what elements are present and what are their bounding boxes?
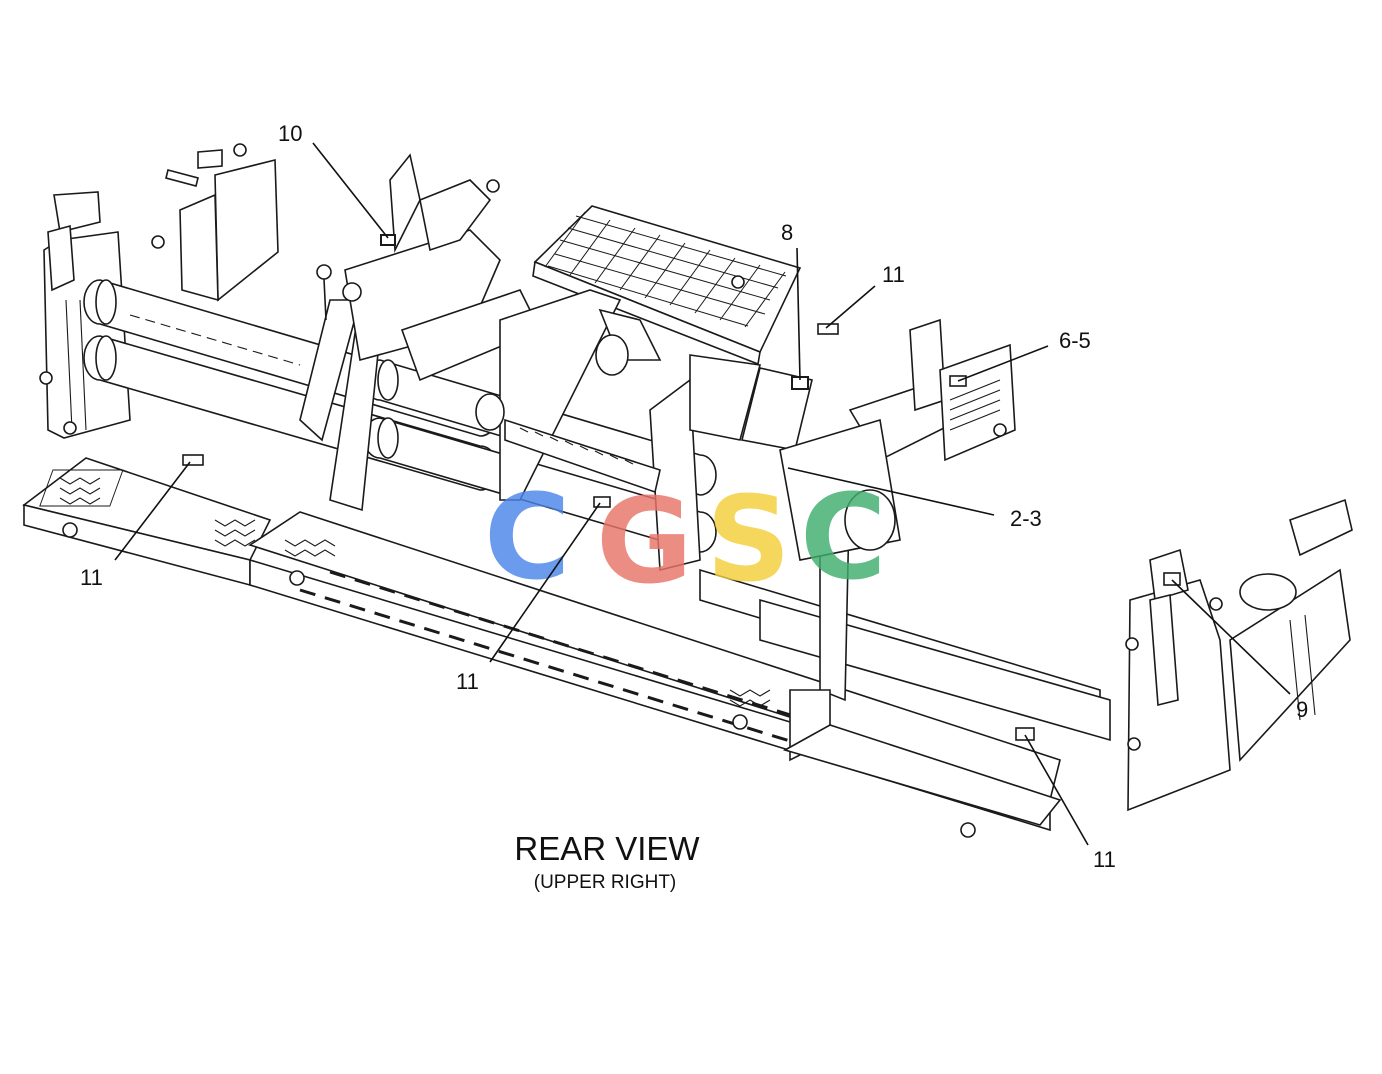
leader-8 (796, 247, 801, 381)
view-caption: REAR VIEW (UPPER RIGHT) (514, 830, 700, 893)
watermark-letter-c2: C (800, 468, 887, 606)
watermark-letter-g: G (596, 472, 693, 610)
leader-11-bottom (1024, 734, 1089, 846)
watermark-letter-c1: C (484, 468, 571, 606)
watermark-letter-s: S (706, 470, 791, 608)
leader-10 (312, 142, 389, 239)
callout-label-9: 9 (1296, 697, 1308, 722)
cgsc-watermark: C G S C (484, 468, 887, 610)
callout-label-11-mid: 11 (456, 669, 479, 694)
callout-leaders (114, 142, 1291, 846)
left-shade-panel (151, 143, 279, 302)
leader-9 (1171, 579, 1291, 695)
right-walkway (782, 724, 1062, 826)
callout-label-6-5: 6-5 (1059, 328, 1091, 353)
leader-11-mid (489, 502, 601, 663)
right-tow-arm (779, 318, 1016, 762)
right-end-gate (1125, 498, 1353, 812)
view-title: REAR VIEW (514, 830, 700, 867)
leader-11-left (114, 461, 191, 561)
leader-6-5 (957, 345, 1049, 382)
callout-labels: 10 8 11 6-5 2-3 11 11 9 11 (80, 121, 1308, 872)
callout-label-11-top: 11 (882, 262, 905, 287)
left-tow-arm (299, 153, 542, 512)
leader-2-3 (787, 467, 995, 516)
left-walkway (22, 457, 272, 587)
centre-frame (475, 289, 813, 572)
screed-assembly-drawing (22, 143, 1353, 838)
callout-label-2-3: 2-3 (1010, 506, 1042, 531)
callout-label-8: 8 (781, 220, 793, 245)
callout-label-10: 10 (278, 121, 302, 146)
view-subtitle: (UPPER RIGHT) (534, 872, 677, 893)
leader-11-top (825, 285, 876, 329)
callout-label-11-bottom: 11 (1093, 847, 1116, 872)
callout-label-11-left: 11 (80, 565, 103, 590)
